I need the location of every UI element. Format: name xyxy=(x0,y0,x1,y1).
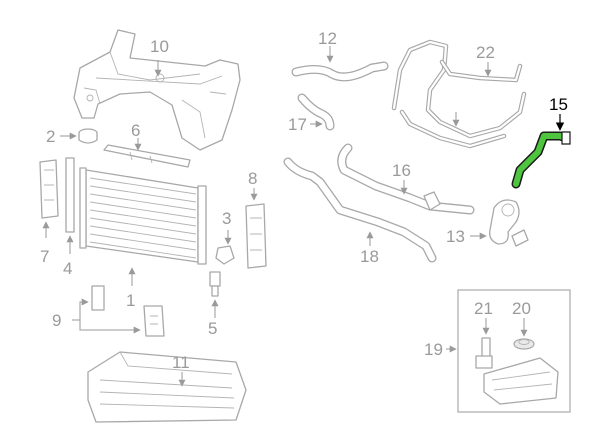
part-7-left-deflector[interactable] xyxy=(39,159,59,219)
part-15-highlighted-hose[interactable] xyxy=(511,131,571,189)
part-18-lower-hose[interactable] xyxy=(283,157,437,263)
part-17-bypass-hose[interactable] xyxy=(297,93,335,131)
part-13-thermostat-housing[interactable] xyxy=(489,199,529,247)
part-1-radiator[interactable] xyxy=(79,167,207,265)
callout-5: 5 xyxy=(208,319,217,338)
part-9-brackets[interactable] xyxy=(91,285,165,337)
part-14-pipe-loop[interactable] xyxy=(391,39,527,149)
callout-17: 17 xyxy=(288,115,307,134)
part-5-sensor[interactable] xyxy=(209,271,221,297)
callout-21: 21 xyxy=(474,299,493,318)
highlight-fill xyxy=(513,133,569,187)
callout-10: 10 xyxy=(150,37,169,56)
part-2-radiator-cap[interactable] xyxy=(78,128,98,144)
part-20-tank-cap[interactable] xyxy=(513,338,535,350)
callout-19: 19 xyxy=(424,340,443,359)
callout-22: 22 xyxy=(476,43,495,62)
part-3-drain-plug[interactable] xyxy=(215,245,235,265)
part-10-front-support-frame[interactable] xyxy=(73,29,241,151)
part-11-undertray[interactable] xyxy=(87,351,247,423)
part-19-expansion-tank[interactable] xyxy=(483,357,559,405)
callout-15: 15 xyxy=(549,95,568,114)
part-8-right-deflector[interactable] xyxy=(245,203,267,269)
callout-8: 8 xyxy=(248,169,257,188)
part-12-upper-hose[interactable] xyxy=(291,61,389,82)
callout-18: 18 xyxy=(360,247,379,266)
callout-3: 3 xyxy=(222,209,231,228)
callout-7: 7 xyxy=(40,247,49,266)
part-4-side-seal[interactable] xyxy=(65,157,75,233)
callout-9: 9 xyxy=(52,311,61,330)
callout-1: 1 xyxy=(126,291,135,310)
part-22-thin-line[interactable] xyxy=(439,59,523,83)
callout-4: 4 xyxy=(63,259,72,278)
callout-13: 13 xyxy=(446,227,465,246)
part-6-upper-mount-bar[interactable] xyxy=(103,144,191,168)
part-21-tank-line[interactable] xyxy=(475,337,493,369)
callout-6: 6 xyxy=(131,121,140,140)
callout-16: 16 xyxy=(392,161,411,180)
part-16-heater-hose[interactable] xyxy=(337,143,475,215)
callout-11: 11 xyxy=(172,353,190,372)
callout-2: 2 xyxy=(46,127,55,146)
callout-12: 12 xyxy=(318,29,337,48)
callout-20: 20 xyxy=(512,299,531,318)
